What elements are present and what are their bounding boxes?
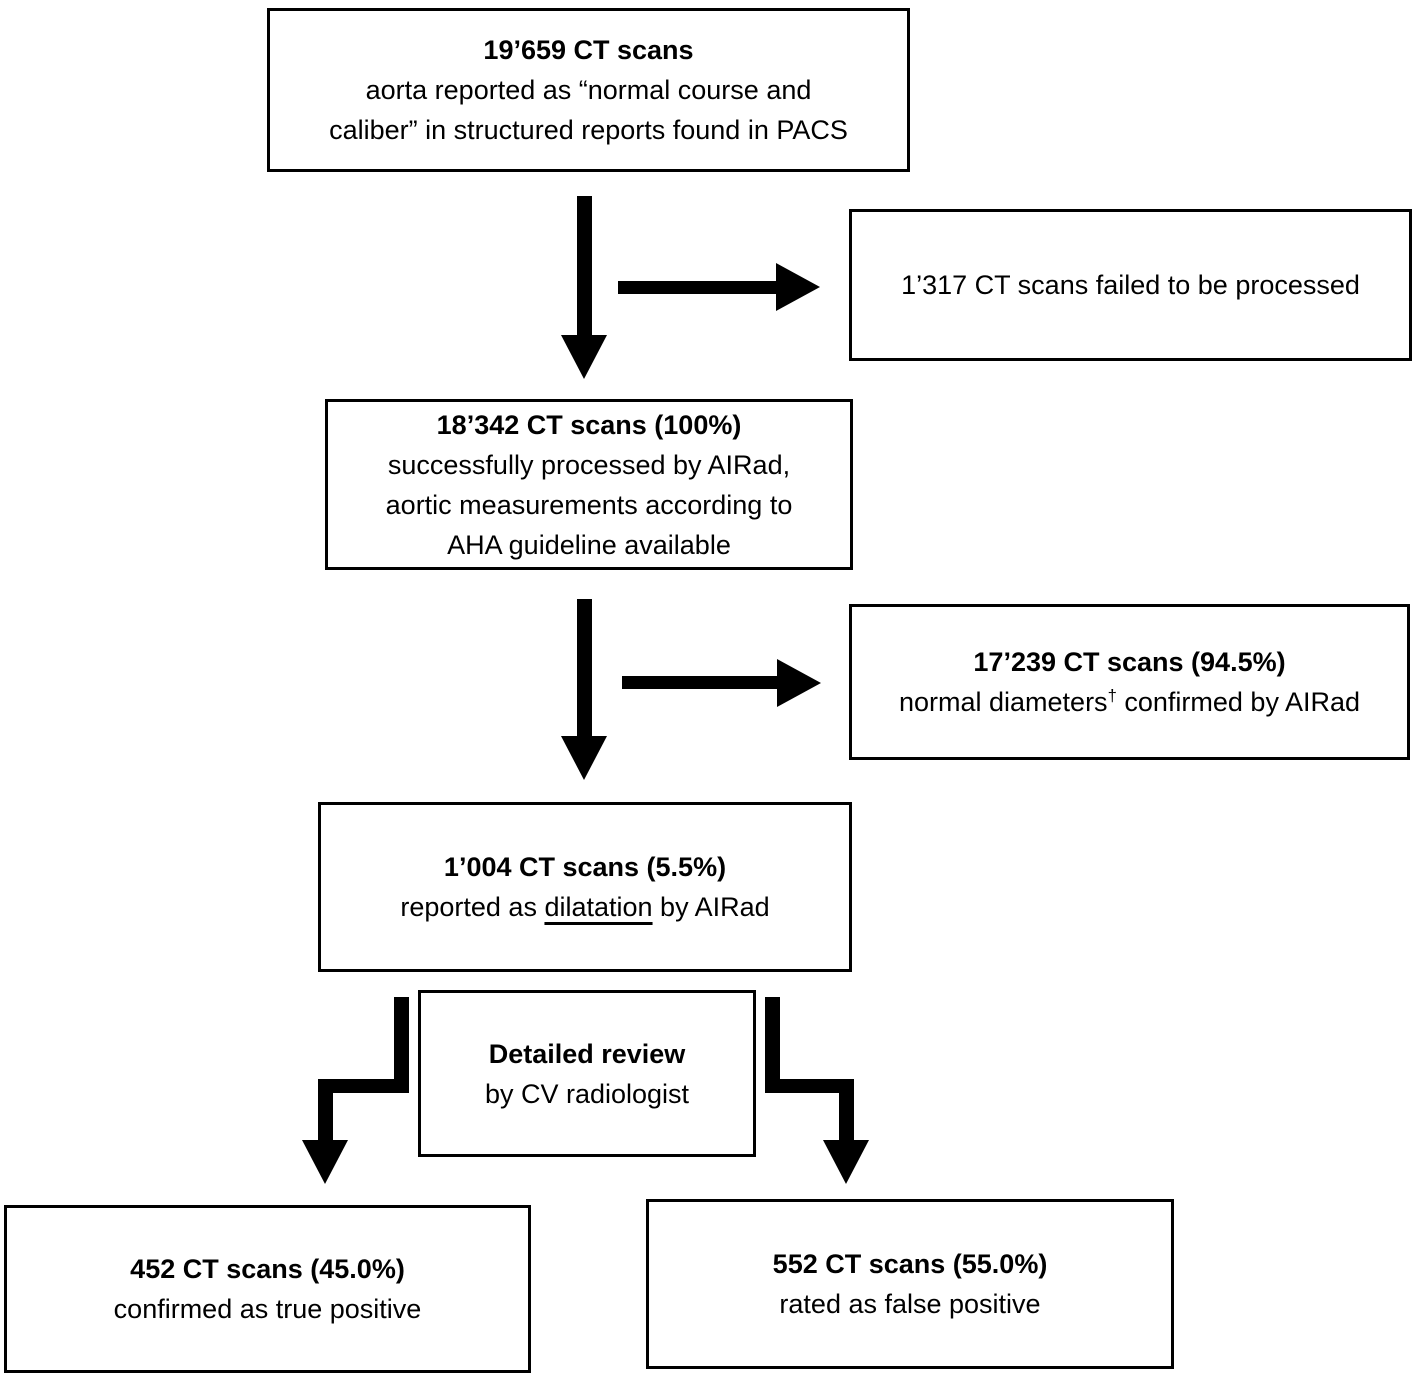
arrow-down-1-shaft xyxy=(577,196,592,335)
arrow-elbow-left-stem-bottom xyxy=(318,1079,333,1140)
box-failed-text: 1’317 CT scans failed to be processed xyxy=(901,270,1360,300)
box-dilatation-text-pre: reported as xyxy=(400,892,545,922)
box-dilatation-scans: 1’004 CT scans (5.5%) reported as dilata… xyxy=(318,802,852,972)
box-false-positive: 552 CT scans (55.0%) rated as false posi… xyxy=(646,1199,1174,1369)
box-normal-count: 17’239 CT scans (94.5%) xyxy=(973,647,1286,677)
box-dilatation-text-underlined: dilatation xyxy=(544,892,653,922)
box-failed-scans: 1’317 CT scans failed to be processed xyxy=(849,209,1412,361)
box-normal-text-post: confirmed by AIRad xyxy=(1116,687,1360,717)
box-falsepos-text: rated as false positive xyxy=(779,1289,1041,1319)
box-pacs-count: 19’659 CT scans xyxy=(483,35,694,65)
box-pacs-text-line: aorta reported as “normal course and xyxy=(365,75,812,105)
box-truepos-text: confirmed as true positive xyxy=(113,1294,422,1324)
box-normal-text: normal diameters† confirmed by AIRad xyxy=(899,682,1360,722)
box-processed-scans: 18’342 CT scans (100%) successfully proc… xyxy=(325,399,853,570)
arrow-elbow-right-stem-top xyxy=(765,997,780,1093)
arrow-right-2-shaft xyxy=(622,676,777,689)
box-falsepos-count: 552 CT scans (55.0%) xyxy=(772,1249,1048,1279)
arrow-elbow-right-stem-bottom xyxy=(839,1079,854,1140)
box-review-text: by CV radiologist xyxy=(484,1078,690,1109)
box-pacs-scans: 19’659 CT scans aorta reported as “norma… xyxy=(267,8,910,172)
box-review-title: Detailed review xyxy=(488,1038,686,1069)
box-dilatation-count: 1’004 CT scans (5.5%) xyxy=(443,852,727,882)
box-processed-text-line: AHA guideline available xyxy=(447,529,731,560)
arrow-down-1-head xyxy=(561,335,607,379)
arrow-down-2-head xyxy=(561,736,607,780)
arrow-elbow-right-horizontal xyxy=(765,1079,854,1093)
arrow-elbow-right-head xyxy=(823,1140,869,1184)
box-processed-text-line: aortic measurements according to xyxy=(385,489,793,520)
arrow-elbow-left-horizontal xyxy=(318,1079,409,1093)
box-processed-count: 18’342 CT scans (100%) xyxy=(436,409,742,440)
box-normal-diameters: 17’239 CT scans (94.5%) normal diameters… xyxy=(849,604,1410,760)
box-true-positive: 452 CT scans (45.0%) confirmed as true p… xyxy=(4,1205,531,1373)
box-pacs-text-line: caliber” in structured reports found in … xyxy=(329,115,848,145)
box-dilatation-text: reported as dilatation by AIRad xyxy=(400,887,769,927)
arrow-right-1-head xyxy=(776,263,820,311)
arrow-elbow-left-head xyxy=(302,1140,348,1184)
box-normal-text-pre: normal diameters xyxy=(898,687,1108,717)
box-detailed-review: Detailed review by CV radiologist xyxy=(418,990,756,1157)
box-processed-text-line: successfully processed by AIRad, xyxy=(387,449,791,480)
dagger-footnote-mark: † xyxy=(1107,686,1117,705)
arrow-right-2-head xyxy=(777,659,821,707)
box-dilatation-text-post: by AIRad xyxy=(652,892,770,922)
arrow-down-2-shaft xyxy=(577,599,592,736)
arrow-elbow-left-stem-top xyxy=(394,997,409,1093)
arrow-right-1-shaft xyxy=(618,281,776,294)
box-truepos-count: 452 CT scans (45.0%) xyxy=(130,1254,405,1284)
